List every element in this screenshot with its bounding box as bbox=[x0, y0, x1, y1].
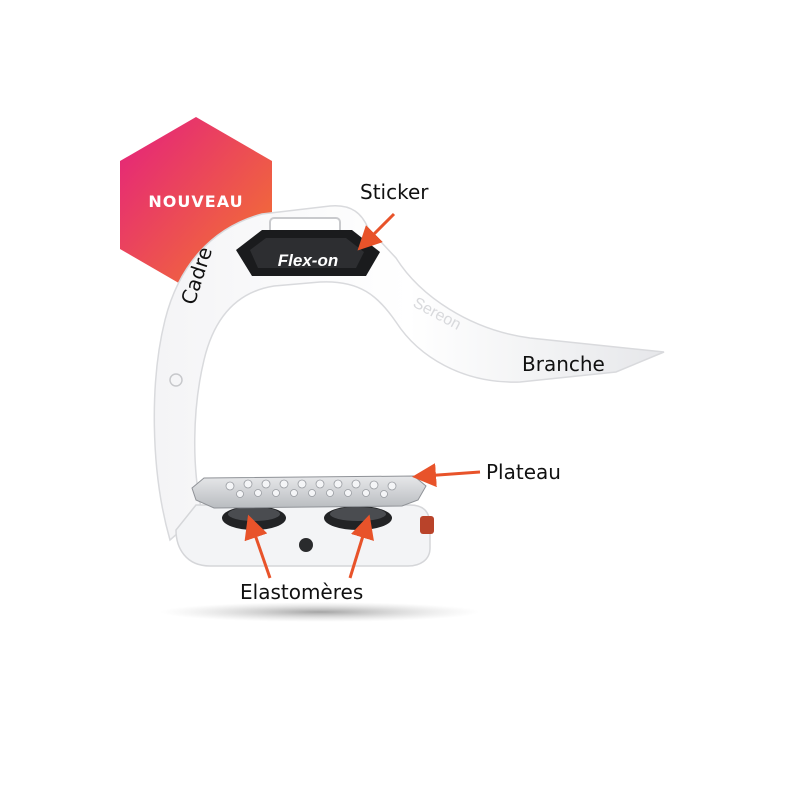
new-badge-label: NOUVEAU bbox=[148, 192, 244, 211]
brand-logo: Flex-on bbox=[278, 251, 338, 270]
label-elastomeres: Elastomères bbox=[240, 580, 364, 604]
stirrup-frame bbox=[153, 205, 665, 542]
registered-mark bbox=[169, 373, 183, 387]
label-branche: Branche bbox=[522, 352, 605, 376]
label-sticker: Sticker bbox=[360, 180, 429, 204]
elastomer-left-arrow bbox=[244, 514, 272, 579]
pivot-screw bbox=[299, 538, 313, 552]
sticker-arrow bbox=[357, 212, 396, 251]
floor-shadow bbox=[160, 602, 480, 622]
rear-stopper bbox=[420, 516, 434, 534]
tread-studs bbox=[225, 479, 397, 498]
plateau-arrow bbox=[412, 463, 481, 488]
label-plateau: Plateau bbox=[486, 460, 561, 484]
elastomer-right-arrow bbox=[348, 514, 374, 579]
frame-base bbox=[175, 504, 431, 567]
